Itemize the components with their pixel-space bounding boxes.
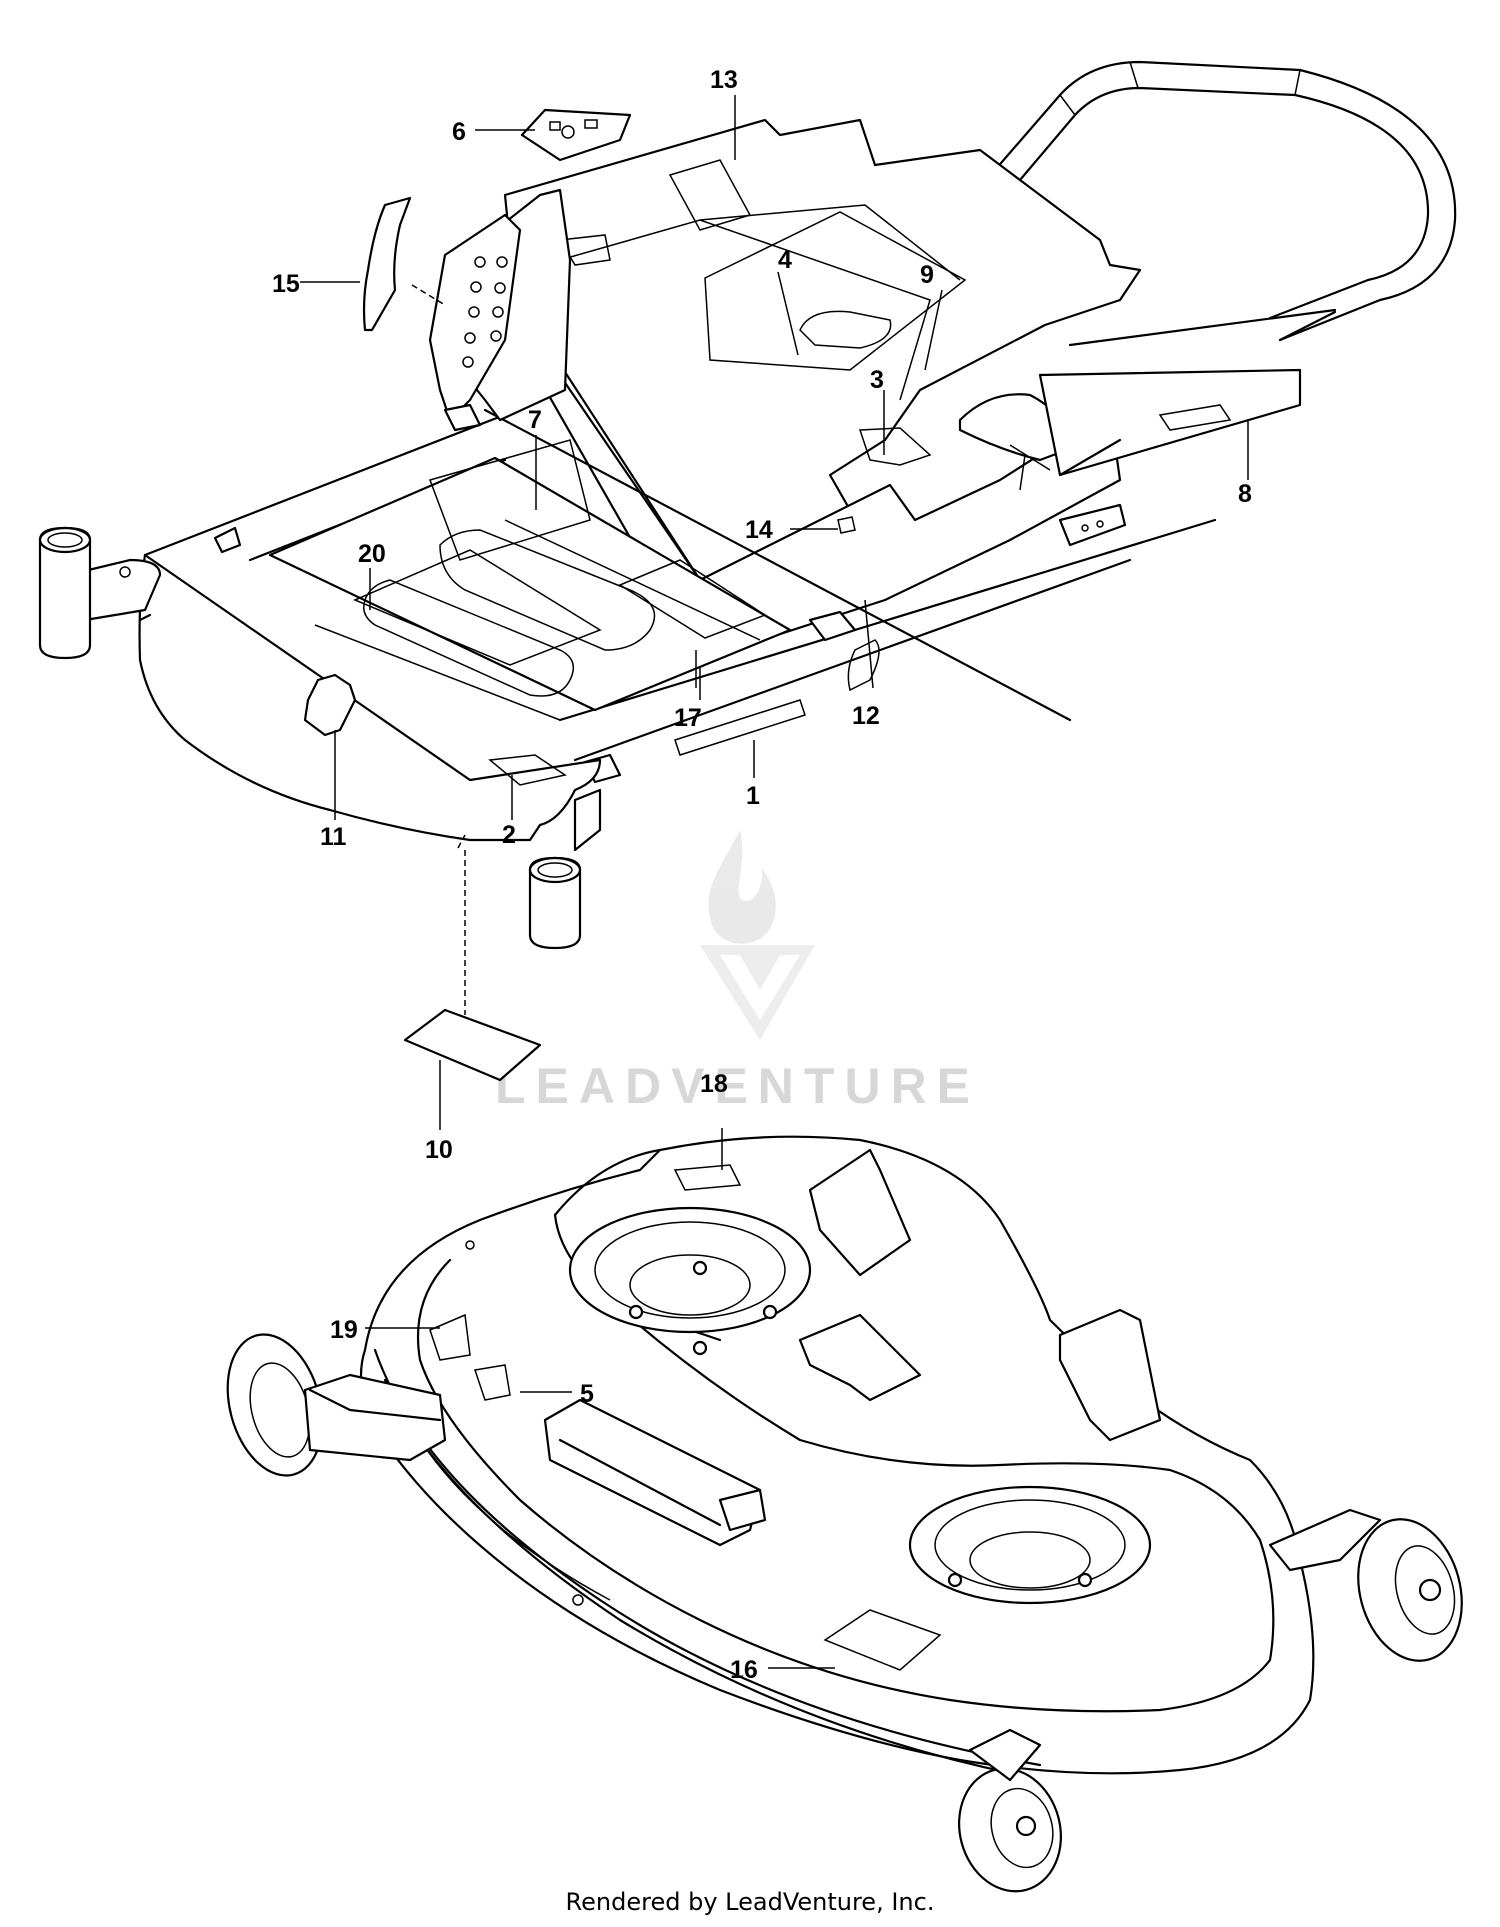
callout-8: 8 — [1238, 480, 1252, 508]
callout-7: 7 — [528, 406, 542, 434]
callout-14: 14 — [745, 516, 773, 544]
callout-20: 20 — [358, 540, 386, 568]
watermark-logo — [700, 830, 815, 1040]
leader-lines — [300, 95, 1249, 1669]
callout-9: 9 — [920, 261, 934, 289]
callout-16: 16 — [730, 1656, 758, 1684]
callout-11: 11 — [320, 823, 347, 851]
callout-5: 5 — [580, 1380, 594, 1408]
callout-1: 1 — [746, 782, 760, 810]
frame-assembly — [38, 60, 1457, 950]
callout-10: 10 — [425, 1136, 453, 1164]
callout-19: 19 — [330, 1316, 358, 1344]
callout-13: 13 — [710, 66, 738, 94]
callout-2: 2 — [502, 821, 516, 849]
callout-17: 17 — [674, 704, 702, 732]
footer-credit: Rendered by LeadVenture, Inc. — [565, 1888, 935, 1916]
callouts: 13 6 15 4 9 3 7 8 14 20 17 12 1 11 2 10 … — [272, 66, 1252, 1684]
callout-15: 15 — [272, 270, 300, 298]
mower-deck — [226, 1135, 1463, 1893]
callout-6: 6 — [452, 118, 466, 146]
decal-15 — [362, 196, 412, 332]
decal-11 — [303, 673, 357, 737]
callout-4: 4 — [778, 246, 792, 274]
callout-12: 12 — [852, 702, 880, 730]
callout-18: 18 — [700, 1070, 728, 1098]
decal-6 — [520, 108, 632, 162]
plate-holes — [462, 256, 508, 368]
callout-3: 3 — [870, 366, 884, 394]
decal-10 — [403, 1008, 542, 1082]
watermark-text: LEADVENTURE — [495, 1058, 980, 1114]
